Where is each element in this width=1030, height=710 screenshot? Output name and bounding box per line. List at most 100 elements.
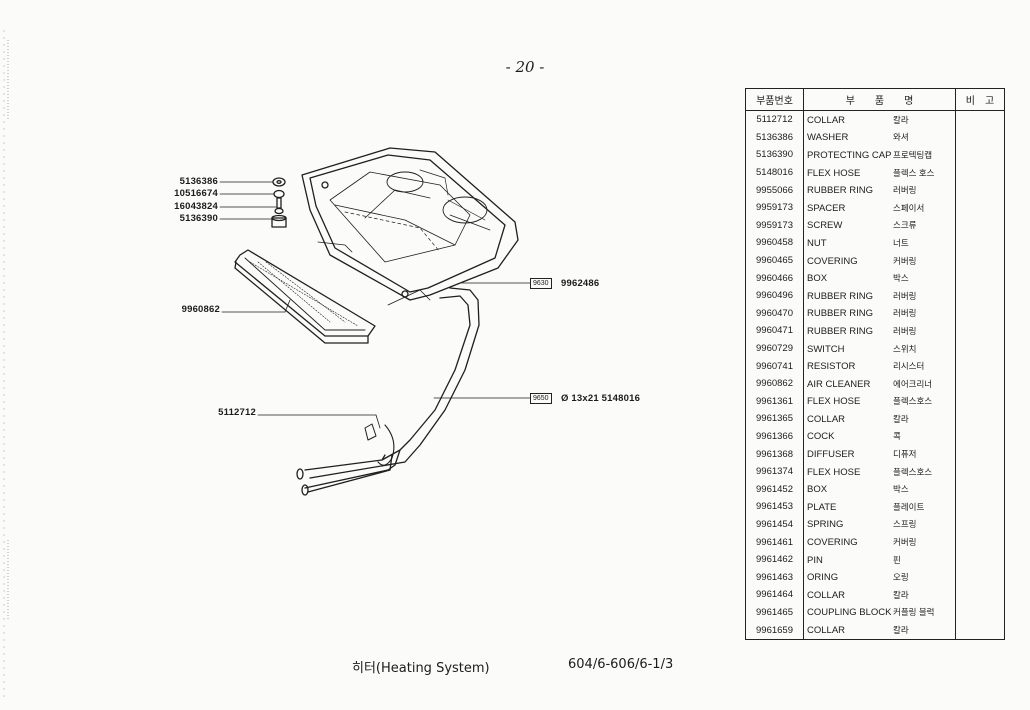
part-number: 9960741 xyxy=(745,357,804,375)
binding-edge-marks xyxy=(3,30,9,700)
part-name-ko: 커버링 xyxy=(893,255,917,266)
part-name-en: ORING xyxy=(807,572,839,584)
remarks-cell xyxy=(955,181,1005,199)
part-name-ko: 오링 xyxy=(893,572,909,583)
part-number: 9960470 xyxy=(745,304,804,323)
air-cleaner-tray xyxy=(234,249,376,344)
callout-9962486: 9962486 xyxy=(561,278,600,289)
part-name: ORING 오링 xyxy=(803,568,956,587)
part-name-en: DIFFUSER xyxy=(807,449,855,461)
footer-code: 604/6-606/6-1/3 xyxy=(568,657,674,672)
remarks-cell xyxy=(955,251,1005,270)
part-name-en: COCK xyxy=(807,431,835,443)
part-name-ko: 스크류 xyxy=(893,220,917,231)
part-number: 9959173 xyxy=(745,216,804,235)
part-number: 9961462 xyxy=(745,550,804,569)
part-name-ko: 칼라 xyxy=(893,625,909,636)
callout-5148016: Ø 13x21 5148016 xyxy=(561,393,641,404)
part-name-ko: 박스 xyxy=(893,484,909,495)
remarks-cell xyxy=(955,198,1005,217)
remarks-cell xyxy=(955,480,1005,499)
remarks-cell xyxy=(955,286,1005,305)
part-name-ko: 플레이트 xyxy=(893,501,925,512)
part-name: FLEX HOSE 플렉스 호스 xyxy=(803,163,956,182)
remarks-cell xyxy=(955,163,1005,182)
part-number: 9961366 xyxy=(745,427,804,446)
part-name-en: COLLAR xyxy=(807,114,846,126)
part-name-en: RUBBER RING xyxy=(807,185,873,197)
part-number: 9961453 xyxy=(745,498,804,516)
callout-5136390: 5136390 xyxy=(179,213,218,224)
part-name-en: SPRING xyxy=(807,519,844,531)
part-number: 9961465 xyxy=(745,603,804,622)
part-number: 5136386 xyxy=(745,128,804,147)
part-number: 9961659 xyxy=(745,621,804,640)
flex-hose xyxy=(296,287,480,496)
part-number: 9960466 xyxy=(745,269,804,287)
callout-5136386: 5136386 xyxy=(179,176,218,187)
callout-5112712: 5112712 xyxy=(218,407,256,418)
part-number: 9955066 xyxy=(745,181,804,199)
part-name-ko: 커버링 xyxy=(893,537,917,548)
leader-lines xyxy=(219,181,531,429)
part-name-ko: 박스 xyxy=(893,273,909,284)
part-number: 9960862 xyxy=(745,374,804,393)
part-number: 5148016 xyxy=(745,163,804,182)
part-name-en: PLATE xyxy=(807,501,837,513)
part-number: 9961452 xyxy=(745,480,804,499)
remarks-cell xyxy=(955,498,1005,516)
callout-10516674: 10516674 xyxy=(174,188,218,199)
part-name-ko: 플렉스 호스 xyxy=(893,167,935,178)
remarks-cell xyxy=(955,533,1005,551)
remarks-cell xyxy=(955,146,1005,164)
part-name-ko: 스프링 xyxy=(893,519,917,530)
callout-16043824: 16043824 xyxy=(174,201,218,212)
ref-box-9650: 9650 xyxy=(530,393,552,404)
table-header-row: 부품번호 부 품 명 비 고 xyxy=(745,88,1005,111)
part-name-en: SPACER xyxy=(807,202,846,214)
part-name-en: PIN xyxy=(807,554,823,566)
remarks-cell xyxy=(955,427,1005,446)
part-name-ko: 칼라 xyxy=(893,114,909,125)
page-number: - 20 - xyxy=(505,58,545,76)
part-name-en: COLLAR xyxy=(807,413,846,425)
part-name-ko: 프로텍팅캡 xyxy=(893,149,933,160)
part-name-en: FLEX HOSE xyxy=(807,167,861,179)
part-number: 9960729 xyxy=(745,339,804,358)
footer-title: 히터(Heating System) xyxy=(352,661,490,676)
part-number: 9961463 xyxy=(745,568,804,587)
part-name-ko: 너트 xyxy=(893,237,909,248)
remarks-cell xyxy=(955,392,1005,411)
